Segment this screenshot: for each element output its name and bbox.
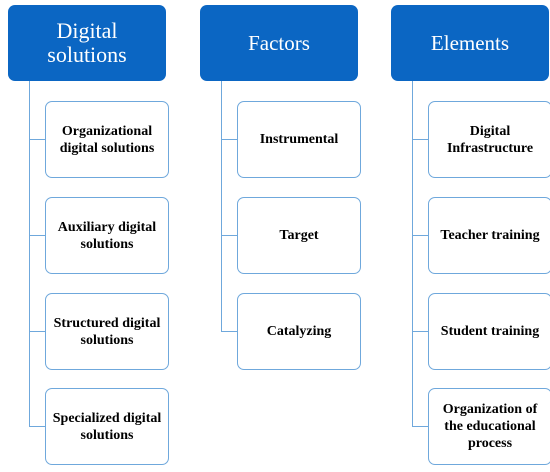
connector-trunk xyxy=(221,81,222,331)
node-digital-infrastructure: Digital Infrastructure xyxy=(428,101,550,178)
node-auxiliary-digital-solutions: Auxiliary digital solutions xyxy=(45,197,169,274)
header-digital-solutions: Digital solutions xyxy=(8,5,166,81)
column-digital-solutions: Digital solutions Organizational digital… xyxy=(8,0,178,472)
connector-branch xyxy=(29,331,45,332)
header-factors: Factors xyxy=(200,5,358,81)
node-structured-digital-solutions: Structured digital solutions xyxy=(45,293,169,370)
connector-branch xyxy=(29,426,45,427)
node-instrumental: Instrumental xyxy=(237,101,361,178)
connector-branch xyxy=(221,139,237,140)
node-specialized-digital-solutions: Specialized digital solutions xyxy=(45,388,169,465)
node-target: Target xyxy=(237,197,361,274)
connector-trunk xyxy=(412,81,413,426)
node-organizational-digital-solutions: Organizational digital solutions xyxy=(45,101,169,178)
column-elements: Elements Digital Infrastructure Teacher … xyxy=(391,0,550,472)
node-student-training: Student training xyxy=(428,293,550,370)
node-organization-of-the-educational-process: Organization of the educational process xyxy=(428,388,550,465)
header-elements: Elements xyxy=(391,5,549,81)
connector-branch xyxy=(29,235,45,236)
connector-branch xyxy=(29,139,45,140)
connector-branch xyxy=(412,426,428,427)
connector-branch xyxy=(412,331,428,332)
connector-branch xyxy=(412,235,428,236)
node-catalyzing: Catalyzing xyxy=(237,293,361,370)
connector-branch xyxy=(221,331,237,332)
connector-branch xyxy=(412,139,428,140)
connector-trunk xyxy=(29,81,30,426)
column-factors: Factors Instrumental Target Catalyzing xyxy=(200,0,370,472)
connector-branch xyxy=(221,235,237,236)
node-teacher-training: Teacher training xyxy=(428,197,550,274)
